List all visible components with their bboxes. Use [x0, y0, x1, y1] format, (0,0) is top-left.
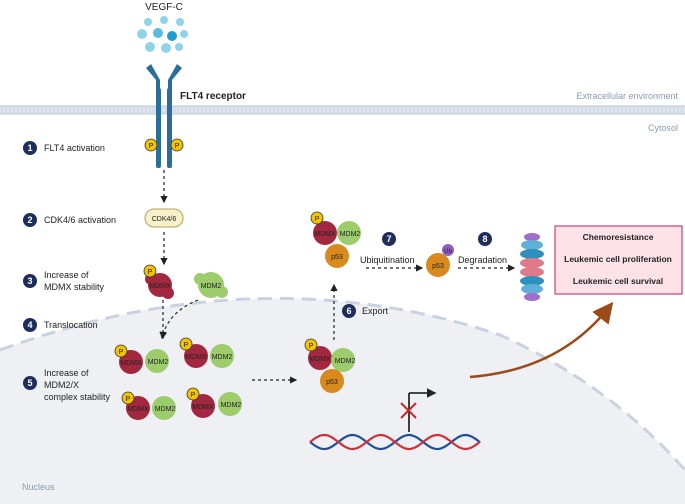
outcomes-box: Chemoresistance Leukemic cell proliferat… [554, 225, 683, 295]
nucleus-region [0, 298, 685, 504]
svg-text:MDMX: MDMX [120, 360, 142, 367]
svg-text:P: P [126, 396, 131, 403]
svg-text:MDMX stability: MDMX stability [44, 282, 105, 292]
svg-text:7: 7 [386, 234, 391, 244]
outcome-proliferation: Leukemic cell proliferation [564, 254, 672, 264]
step-6: 6 Export [342, 304, 389, 318]
vegfc-label: VEGF-C [145, 2, 183, 13]
svg-text:P: P [315, 216, 320, 223]
mdm2x-complex-2: MDMX MDM2 P [179, 337, 234, 368]
svg-text:5: 5 [27, 378, 32, 388]
mdmx-protein-single: MDMX P [143, 264, 174, 299]
svg-text:MDM2: MDM2 [201, 283, 222, 290]
mdm2-protein-single: MDM2 [194, 272, 228, 298]
flt4-label: FLT4 receptor [180, 91, 246, 102]
svg-text:P: P [184, 342, 189, 349]
svg-text:Increase of: Increase of [44, 270, 89, 280]
svg-text:P: P [309, 343, 314, 350]
blocked-transcription-cross [400, 402, 417, 419]
svg-text:P: P [119, 349, 124, 356]
svg-text:MDM2: MDM2 [148, 359, 169, 366]
svg-text:MDMX: MDMX [314, 231, 336, 238]
svg-text:MDMX: MDMX [127, 406, 149, 413]
svg-text:p53: p53 [326, 379, 338, 386]
step-1-label: FLT4 activation [44, 143, 105, 153]
cytosol-label: Cytosol [648, 123, 678, 133]
ubiquitinated-p53: p53 Ub [426, 244, 454, 277]
svg-text:Ub: Ub [444, 249, 452, 255]
step-2-label: CDK4/6 activation [44, 215, 116, 225]
cytosolic-p53-complex: MDMX MDM2 p53 P [310, 211, 361, 268]
nuclear-p53-complex: MDMX MDM2 p53 P [304, 338, 356, 393]
svg-text:MDM2: MDM2 [340, 231, 361, 238]
svg-text:complex stability: complex stability [44, 392, 111, 402]
svg-text:MDM2: MDM2 [335, 358, 356, 365]
svg-text:P: P [148, 269, 153, 276]
mdm2x-complex-3: MDMX MDM2 P [121, 391, 176, 420]
transcription-start-arrow [408, 388, 437, 432]
receptor-phospho: P P [144, 138, 184, 152]
svg-text:MDM2: MDM2 [212, 354, 233, 361]
nucleus-label: Nucleus [22, 482, 55, 492]
svg-text:MDMX: MDMX [185, 354, 207, 361]
dna-helix [309, 433, 481, 451]
step-4: 4 Translocation [23, 318, 98, 332]
step-3: 3 Increase of MDMX stability [23, 270, 105, 292]
svg-text:8: 8 [482, 234, 487, 244]
svg-text:P: P [149, 143, 154, 150]
svg-text:P: P [175, 143, 180, 150]
svg-text:Export: Export [362, 306, 389, 316]
mdm2x-complex-4: MDMX MDM2 P [186, 387, 242, 418]
svg-text:MDM2: MDM2 [155, 406, 176, 413]
svg-text:MDMX: MDMX [309, 356, 331, 363]
svg-text:MDM2/X: MDM2/X [44, 380, 79, 390]
svg-text:Ubiquitination: Ubiquitination [360, 255, 415, 265]
svg-text:1: 1 [27, 143, 32, 153]
svg-text:P: P [191, 392, 196, 399]
flt4-receptor [146, 64, 182, 168]
step-7: 7 Ubiquitination [360, 232, 415, 265]
proteasome-icon [520, 233, 544, 301]
vegfc-ligand [137, 16, 188, 53]
svg-text:4: 4 [27, 320, 32, 330]
outcome-chemoresistance: Chemoresistance [583, 232, 654, 242]
svg-text:3: 3 [27, 276, 32, 286]
outcome-survival: Leukemic cell survival [573, 276, 663, 286]
svg-text:Degradation: Degradation [458, 255, 507, 265]
svg-text:6: 6 [346, 306, 351, 316]
extracellular-label: Extracellular environment [576, 91, 678, 101]
svg-text:p53: p53 [331, 254, 343, 261]
step-5: 5 Increase of MDM2/X complex stability [23, 368, 111, 402]
mdm2x-complex-1: MDMX MDM2 P [114, 344, 169, 374]
step-1: 1 FLT4 activation [23, 141, 105, 155]
svg-text:CDK4/6: CDK4/6 [152, 216, 177, 223]
cdk46-kinase: CDK4/6 [144, 208, 184, 228]
svg-text:p53: p53 [432, 263, 444, 270]
step-2: 2 CDK4/6 activation [23, 213, 116, 227]
outcome-arrow [469, 301, 614, 379]
svg-text:Increase of: Increase of [44, 368, 89, 378]
svg-text:MDM2: MDM2 [221, 402, 242, 409]
cell-membrane [0, 105, 685, 115]
svg-text:MDMX: MDMX [149, 283, 171, 290]
step-8: 8 Degradation [458, 232, 507, 265]
nuclear-envelope [0, 297, 685, 471]
svg-text:Translocation: Translocation [44, 320, 98, 330]
svg-text:MDMX: MDMX [192, 404, 214, 411]
svg-text:2: 2 [27, 215, 32, 225]
